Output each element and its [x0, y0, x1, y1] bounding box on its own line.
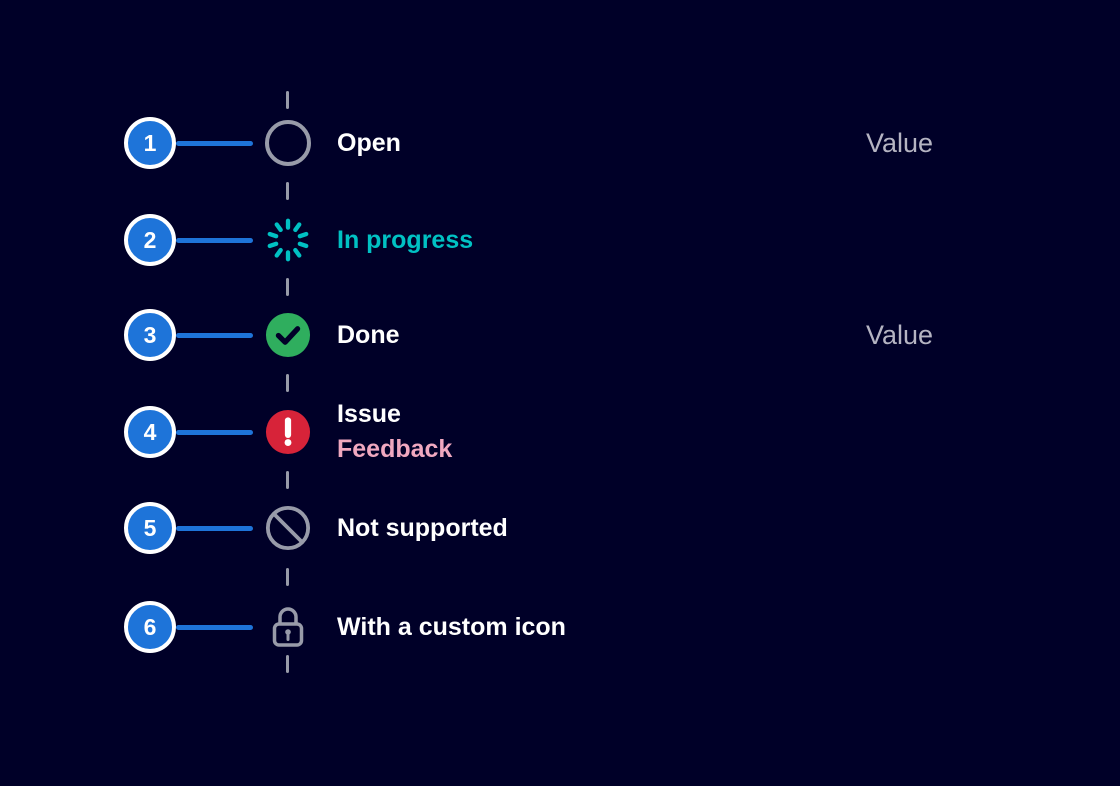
timeline-connector-dash: [286, 471, 289, 489]
step-number-badge: 2: [124, 214, 176, 266]
step-number: 6: [143, 613, 157, 640]
step-label: Done: [337, 320, 400, 349]
timeline-connector-dash: [286, 374, 289, 392]
timeline-connector-dash: [286, 568, 289, 586]
callout-connector-line: [176, 624, 253, 630]
step-label: In progress: [337, 225, 474, 254]
timeline-connector-dash: [286, 278, 289, 296]
step-number: 2: [143, 226, 157, 253]
step-value: Value: [865, 319, 933, 350]
step-sublabel: Feedback: [337, 435, 453, 463]
timeline-connector-dash: [286, 655, 289, 673]
timeline-connector-dash: [286, 182, 289, 200]
callout-connector-line: [176, 237, 253, 243]
callout-connector-line: [176, 332, 253, 338]
step-value: Value: [865, 127, 933, 158]
step-number-badge: 6: [124, 601, 176, 653]
spinner-icon: [264, 216, 312, 264]
callout-connector-line: [176, 140, 253, 146]
step-label: Issue: [337, 400, 401, 428]
step-number-badge: 4: [124, 406, 176, 458]
open-circle-icon: [264, 119, 312, 167]
ban-icon: [264, 504, 312, 552]
timeline-step-done: 3 Done Value: [124, 309, 933, 361]
timeline-step-not-supported: 5 Not supported: [124, 502, 933, 554]
timeline-step-open: 1 Open Value: [124, 117, 933, 169]
lock-icon: [264, 603, 312, 651]
step-number-badge: 3: [124, 309, 176, 361]
step-number: 5: [143, 514, 157, 541]
step-number-badge: 5: [124, 502, 176, 554]
step-label: With a custom icon: [337, 612, 566, 641]
step-number: 4: [143, 418, 157, 445]
step-number-badge: 1: [124, 117, 176, 169]
step-label: Not supported: [337, 513, 508, 542]
timeline-step-in-progress: 2 In progress: [124, 214, 933, 266]
alert-circle-icon: [264, 408, 312, 456]
timeline-step-issue: 4 Issue Feedback: [124, 400, 933, 463]
step-number: 1: [143, 129, 157, 156]
step-label: Open: [337, 128, 401, 157]
callout-connector-line: [176, 429, 253, 435]
callout-connector-line: [176, 525, 253, 531]
timeline-step-custom-icon: 6 With a custom icon: [124, 601, 933, 653]
check-circle-icon: [264, 311, 312, 359]
step-number: 3: [143, 321, 157, 348]
timeline-connector-dash: [286, 91, 289, 109]
